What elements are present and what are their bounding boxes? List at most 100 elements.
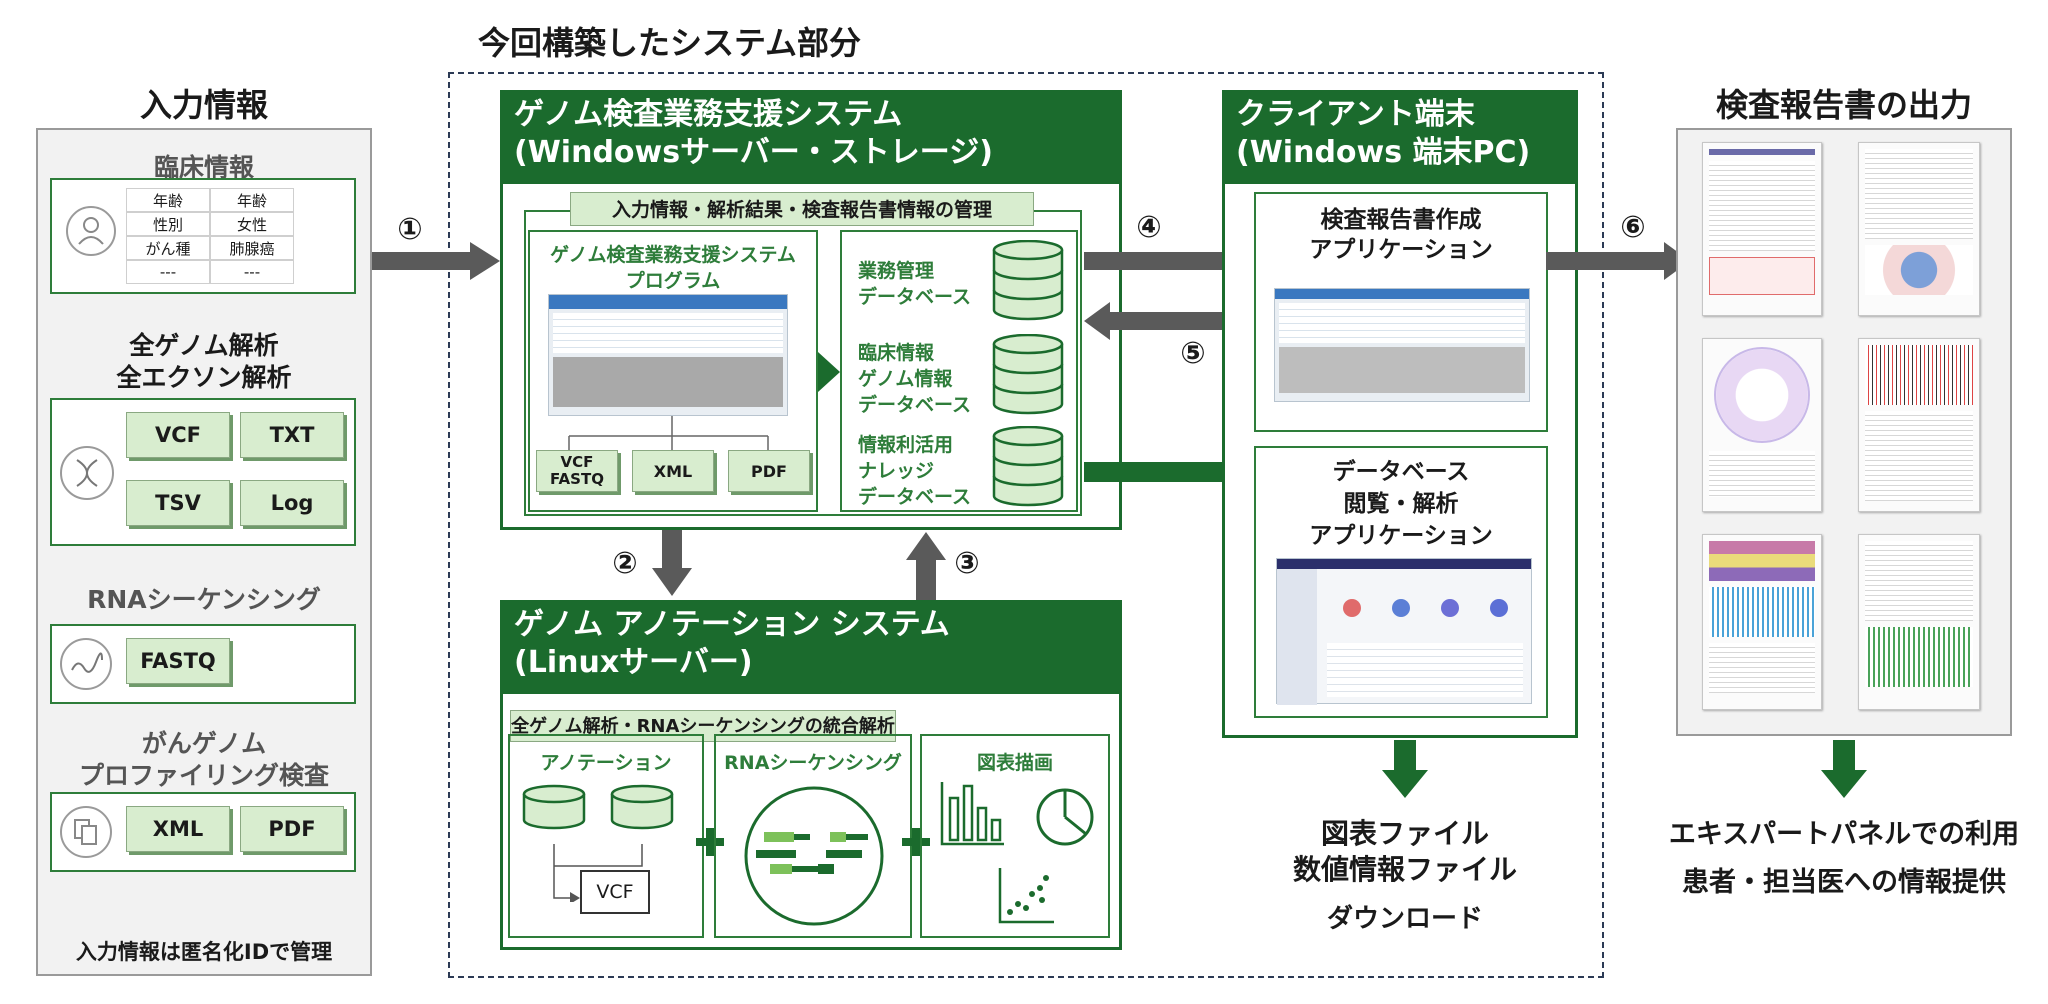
app2-title-1: データベース (1332, 459, 1470, 485)
arrow-5-head (1084, 302, 1110, 340)
step-4: ④ (1136, 210, 1162, 245)
clinical-cell: 年齢 (126, 188, 210, 212)
program-file-xml: XML (632, 450, 714, 492)
step-3: ③ (954, 546, 980, 581)
system-scope-title: 今回構築したシステム部分 (478, 24, 862, 62)
file-txt: TXT (240, 412, 344, 458)
db-to-client-arrow (1084, 462, 1232, 482)
arrow-3 (916, 560, 936, 600)
output-line-1: エキスパートパネルでの利用 (1668, 819, 2020, 850)
step-5: ⑤ (1180, 336, 1206, 371)
arrow-2-head (652, 568, 692, 596)
plus-icon (902, 828, 930, 856)
charts-title: 図表描画 (976, 752, 1053, 774)
app1-screenshot (1274, 288, 1530, 402)
annotation-connector (553, 844, 643, 902)
database-icon (992, 334, 1064, 415)
app2-title-2: 閲覧・解析 (1343, 491, 1459, 517)
program-tree-lines (568, 416, 769, 452)
step-1: ① (397, 212, 423, 247)
step-6: ⑥ (1620, 210, 1646, 245)
rna-icon (60, 638, 112, 690)
clinical-cell: 年齢 (210, 188, 294, 212)
annotation-title: アノテーション (540, 752, 672, 774)
clinical-cell: --- (126, 260, 210, 284)
step-2: ② (612, 546, 638, 581)
vcf-document: VCF (580, 870, 650, 914)
download-arrow (1394, 740, 1416, 772)
panel-title-2: プロファイリング検査 (78, 761, 329, 790)
report-page (1858, 142, 1980, 316)
arrow-6 (1546, 252, 1666, 270)
clinical-table: 年齢 年齢 性別 女性 がん種 肺腺癌 --- --- (126, 188, 294, 286)
clinical-cell: 肺腺癌 (210, 236, 294, 260)
report-page (1702, 534, 1822, 710)
support-system-title-1: ゲノム検査業務支援システム (514, 97, 903, 132)
arrow-3-head (906, 532, 946, 560)
db2-label-2: ゲノム情報 (858, 368, 953, 390)
db3-label-2: ナレッジ (858, 460, 935, 482)
rnaseq-title: RNAシーケンシング (724, 752, 902, 774)
arrow-1-head (470, 242, 500, 280)
program-title-2: プログラム (625, 270, 721, 292)
clinical-cell: 女性 (210, 212, 294, 236)
clinical-title: 臨床情報 (153, 153, 254, 182)
database-icon (992, 240, 1064, 321)
wgs-title-1: 全ゲノム解析 (129, 331, 279, 360)
program-file-pdf: PDF (728, 450, 810, 492)
dna-icon (60, 446, 114, 500)
arrow-5 (1108, 312, 1254, 330)
download-line-1: 図表ファイル (1320, 817, 1489, 850)
annotation-system-title-2: (Linuxサーバー) (514, 644, 753, 680)
file-tsv: TSV (126, 480, 230, 526)
integration-label: 全ゲノム解析・RNAシーケンシングの統合解析 (510, 710, 896, 742)
client-header: クライアント端末 (Windows 端末PC) (1222, 90, 1578, 184)
document-icon (60, 806, 112, 858)
system-scope-border (448, 72, 1604, 978)
rna-title: RNAシーケンシング (87, 585, 321, 614)
wgs-title-2: 全エクソン解析 (116, 363, 292, 392)
download-line-3: ダウンロード (1326, 904, 1483, 934)
client-title-2: (Windows 端末PC) (1236, 134, 1531, 170)
support-system-header: ゲノム検査業務支援システム (Windowsサーバー・ストレージ) (500, 90, 1122, 184)
file-fastq: FASTQ (126, 638, 230, 684)
arrow-2 (662, 530, 682, 570)
person-icon (66, 206, 116, 256)
plus-icon (696, 828, 724, 856)
clinical-cell: 性別 (126, 212, 210, 236)
arrow-4 (1084, 252, 1232, 270)
report-page (1858, 534, 1980, 710)
bar-chart-icon (940, 782, 1004, 846)
db1-label-1: 業務管理 (858, 260, 935, 282)
program-screenshot (548, 294, 788, 416)
download-line-2: 数値情報ファイル (1292, 853, 1517, 886)
file-pdf: PDF (240, 806, 344, 852)
report-page (1702, 338, 1822, 512)
support-system-title-2: (Windowsサーバー・ストレージ) (514, 134, 993, 170)
db3-label-1: 情報利活用 (858, 434, 954, 456)
clinical-cell: --- (210, 260, 294, 284)
annotation-database-icon (522, 784, 674, 830)
report-page (1858, 338, 1980, 512)
file-log: Log (240, 480, 344, 526)
output-arrow-head (1821, 770, 1867, 798)
output-line-2: 患者・担当医への情報提供 (1682, 867, 2006, 898)
pie-chart-icon (1036, 788, 1094, 846)
annotation-system-header: ゲノム アノテーション システム (Linuxサーバー) (500, 600, 1122, 694)
scatter-chart-icon (998, 868, 1054, 924)
app2-title-3: アプリケーション (1309, 523, 1493, 549)
db2-label-3: データベース (858, 394, 972, 416)
input-footer: 入力情報は匿名化IDで管理 (75, 940, 333, 964)
db1-label-2: データベース (858, 286, 972, 308)
db1-label: 業務管理 データベース (858, 258, 971, 310)
database-icon (992, 426, 1064, 507)
charts-subbox (920, 734, 1110, 938)
app2-screenshot (1276, 558, 1532, 705)
arrow-1 (372, 252, 472, 270)
clinical-cell: がん種 (126, 236, 210, 260)
db2-label-1: 臨床情報 (858, 342, 935, 364)
rnaseq-reads-icon (744, 786, 884, 926)
file-xml: XML (126, 806, 230, 852)
output-arrow (1833, 740, 1855, 772)
output-title: 検査報告書の出力 (1715, 86, 1972, 124)
